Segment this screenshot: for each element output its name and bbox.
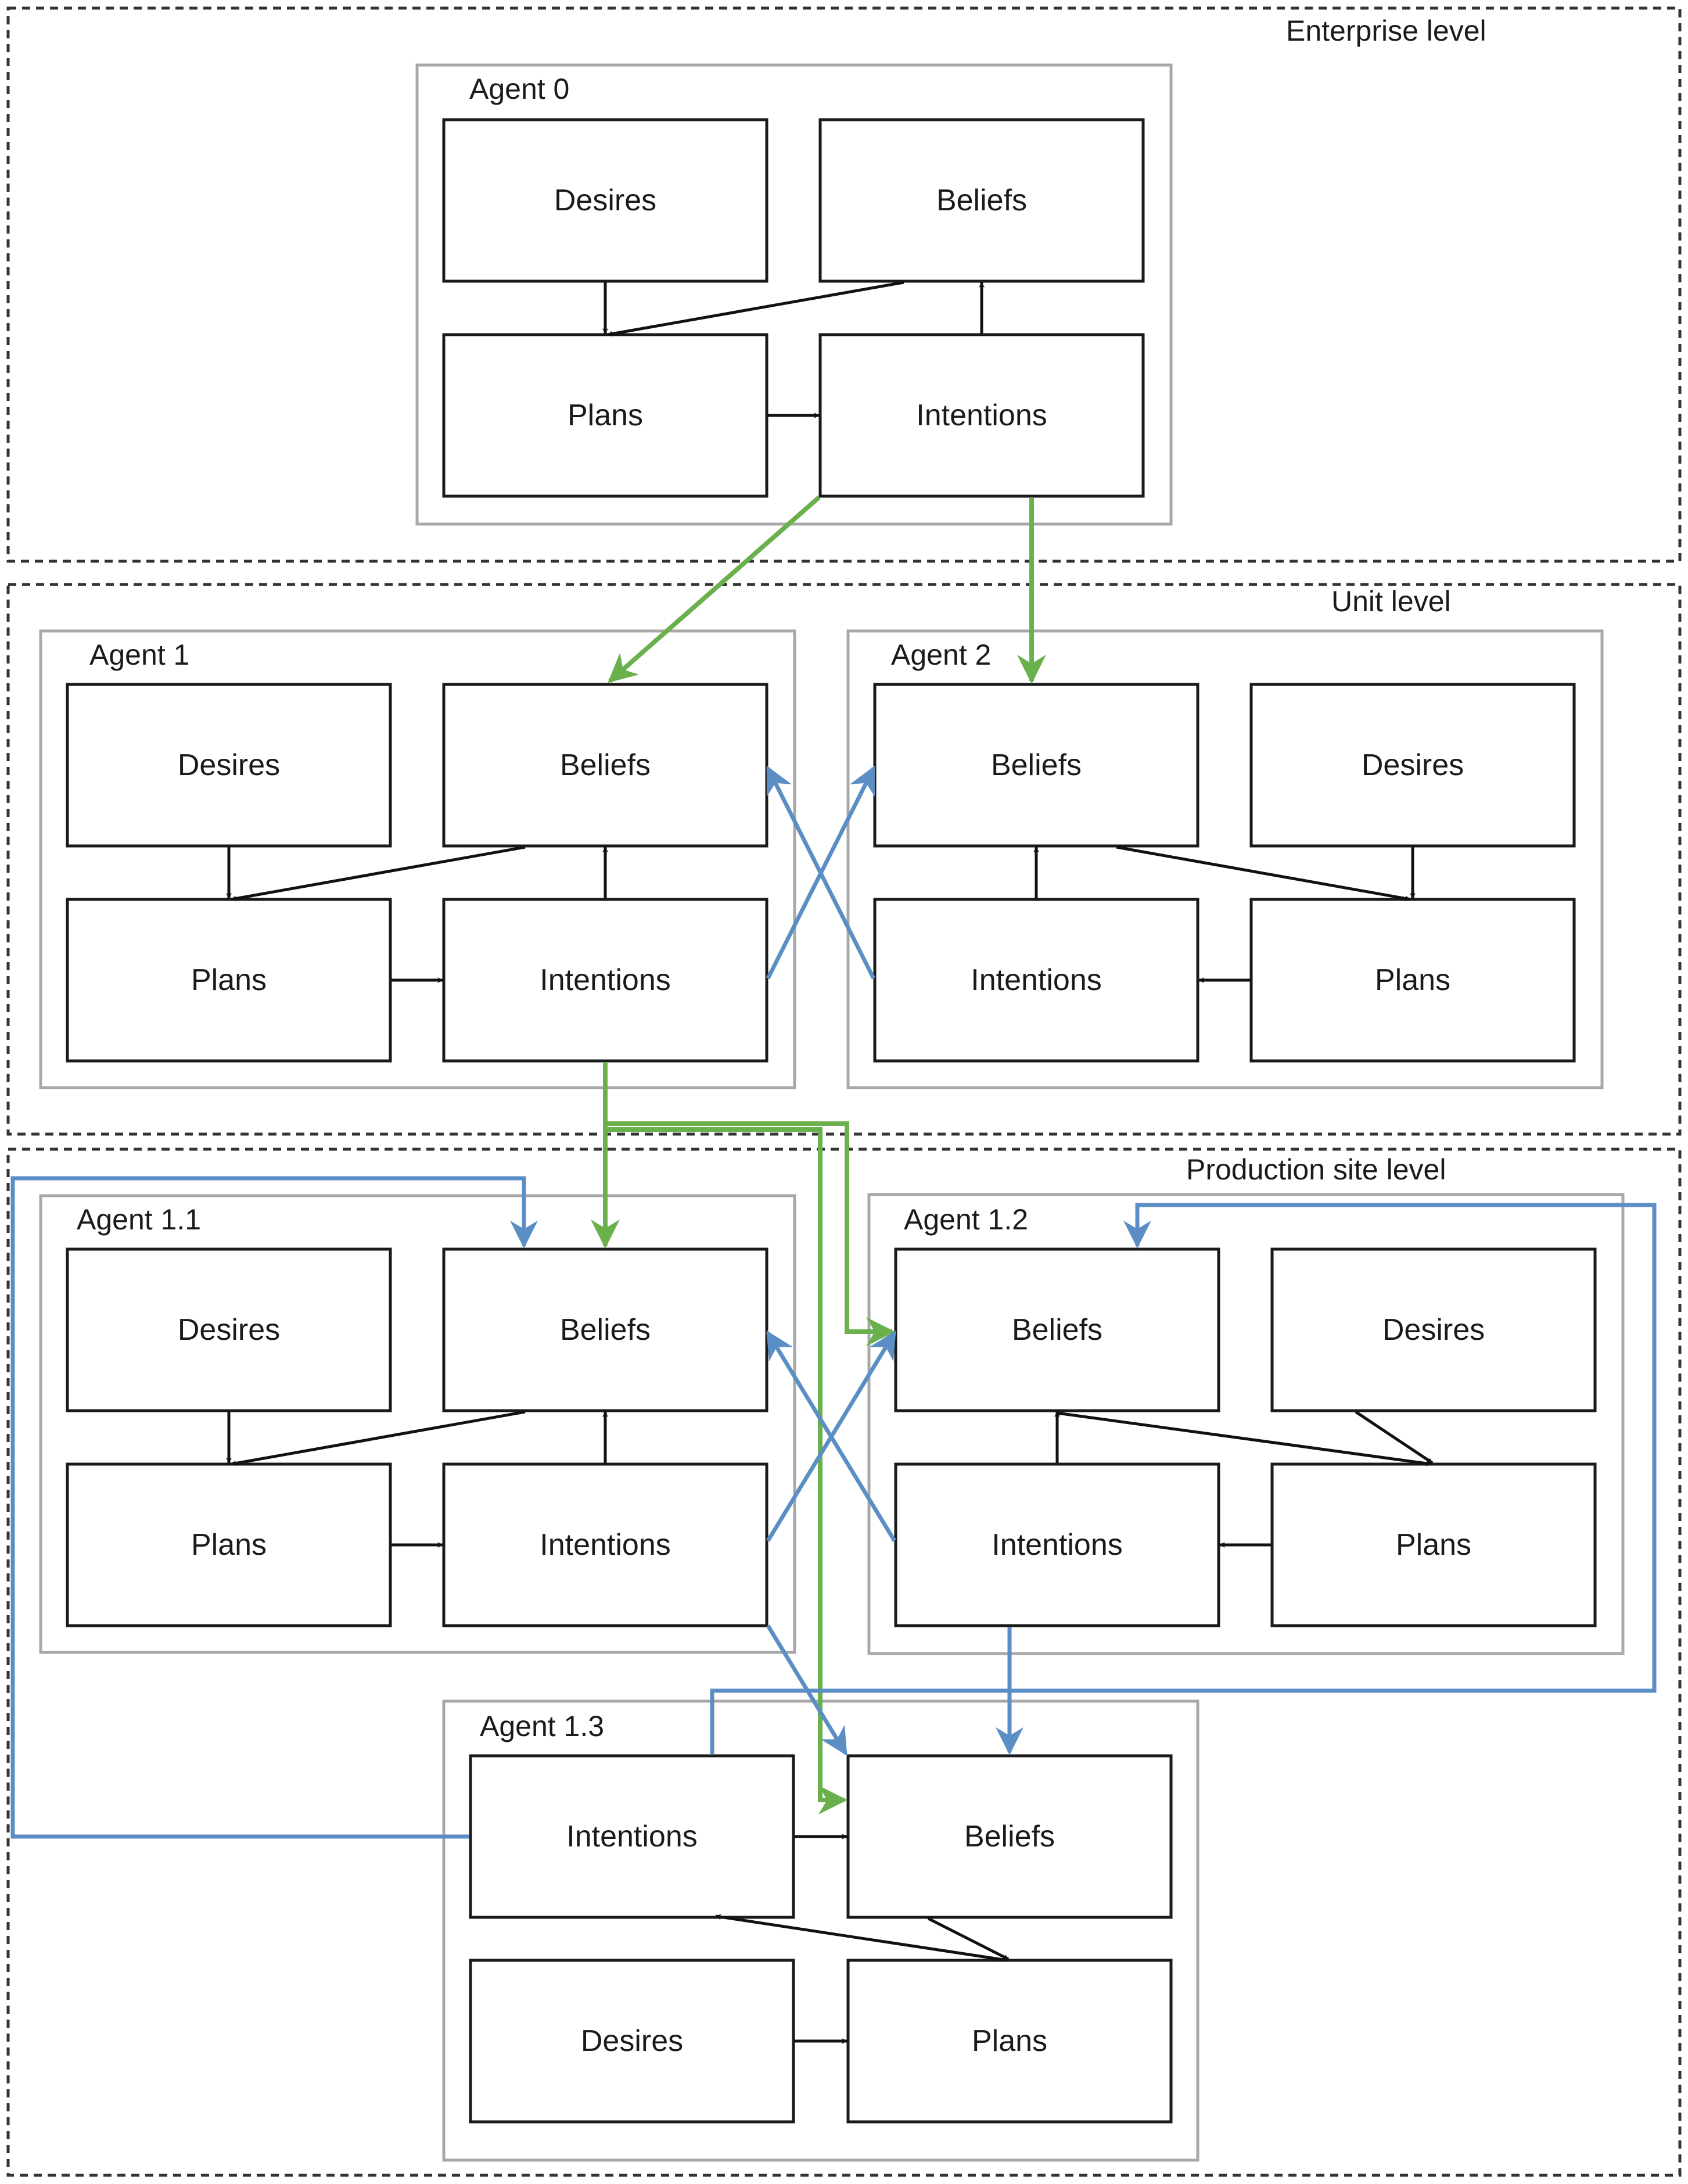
agent-1-2-desires-label: Desires [1382, 1313, 1485, 1347]
agent-0-desires-label: Desires [554, 184, 656, 217]
agent-2-intentions-to-agent-1-beliefs-link [766, 765, 876, 980]
agent-1-3: Agent 1.3 Intentions Beliefs Desires Pla… [442, 1699, 1199, 2162]
peer-links [10, 765, 1657, 1839]
agent-1-2-title: Agent 1.2 [904, 1203, 1028, 1236]
agent-1-2: Agent 1.2 Beliefs Desires Intentions Pla… [867, 1193, 1625, 1655]
unit-level-frame [6, 583, 1682, 1136]
agent-1-1-desires-box [66, 1247, 392, 1412]
agent-1-2-desires-box [1270, 1247, 1597, 1412]
agent-2-desires-box [1249, 683, 1576, 848]
agent-1-to-agent-1-2-beliefs-link [605, 1121, 895, 1346]
agent-1: Agent 1 Desires Beliefs Plans Intentions [39, 629, 796, 1089]
agent-1-3-plans-box [846, 1959, 1173, 2124]
agent-1-1-intentions-label: Intentions [540, 1528, 671, 1562]
agent-1-frame [39, 629, 796, 1089]
agent-1-2-beliefs-box [894, 1247, 1220, 1412]
agent-1-1-desires-label: Desires [178, 1313, 280, 1347]
agent-2-intentions-box [873, 898, 1199, 1063]
agent-1-3-plans-label: Plans [972, 2024, 1047, 2058]
agent-1-3-intentions-to-agent-1-1-beliefs-link [10, 1176, 538, 1839]
agent-1-2-intentions-label: Intentions [992, 1528, 1123, 1562]
agent-2-beliefs-to-plans-arrow [1116, 845, 1411, 902]
unit-level-label: Unit level [1331, 585, 1451, 618]
enterprise-level: Enterprise level [6, 6, 1682, 563]
agent-0-plans-label: Plans [568, 399, 643, 432]
agent-1-beliefs-box [442, 683, 768, 848]
agent-1-2-frame [867, 1193, 1625, 1655]
agent-2-beliefs-label: Beliefs [991, 748, 1082, 782]
agent-1-desires-label: Desires [178, 748, 280, 782]
agent-1-3-intentions-label: Intentions [566, 1820, 698, 1853]
agent-1-2-desires-to-plans-arrow [1355, 1410, 1434, 1465]
agent-2-title: Agent 2 [891, 639, 991, 671]
agent-1-1-beliefs-to-plans-arrow [231, 1410, 526, 1466]
agent-1-3-intentions-box [469, 1754, 795, 1919]
agent-0: Agent 0 Desires Beliefs Plans Intentions [415, 63, 1173, 526]
agent-1-3-plans-to-intentions-arrow [715, 1914, 1008, 1962]
agent-1-desires-box [66, 683, 392, 848]
agent-1-1-title: Agent 1.1 [77, 1203, 201, 1236]
agent-2-intentions-label: Intentions [971, 963, 1102, 997]
agent-1-1-frame [39, 1194, 796, 1654]
agent-1-1-beliefs-box [442, 1247, 768, 1412]
unit-level: Unit level [6, 583, 1682, 1136]
agent-2-beliefs-box [873, 683, 1199, 848]
agent-1-2-plans-box [1270, 1462, 1597, 1627]
command-links [591, 495, 1046, 1814]
agent-1-plans-box [66, 898, 392, 1063]
agent-2-desires-label: Desires [1362, 748, 1464, 782]
production-site-level: Production site level [6, 1147, 1682, 2177]
agent-1-2-plans-label: Plans [1396, 1528, 1471, 1562]
agent-1-2-beliefs-to-plans-arrow [1057, 1411, 1432, 1466]
agent-0-intentions-box [818, 333, 1145, 498]
agent-0-intentions-label: Intentions [916, 399, 1047, 432]
agent-1-2-intentions-to-agent-1-1-beliefs-link [766, 1330, 896, 1542]
agent-1-1: Agent 1.1 Desires Beliefs Plans Intentio… [39, 1194, 796, 1654]
agent-1-2-beliefs-label: Beliefs [1012, 1313, 1102, 1347]
agent-1-3-beliefs-label: Beliefs [964, 1820, 1055, 1853]
agent-0-beliefs-box [818, 118, 1145, 283]
agent-1-intentions-box [442, 898, 768, 1063]
agent-0-plans-box [442, 333, 768, 498]
agent-0-title: Agent 0 [469, 73, 569, 105]
agent-1-3-desires-box [469, 1959, 795, 2124]
agent-1-1-intentions-box [442, 1462, 768, 1627]
agent-2-plans-box [1249, 898, 1576, 1063]
agent-1-3-beliefs-to-plans-arrow [927, 1917, 1010, 1961]
agent-0-beliefs-to-plans-arrow [607, 281, 904, 337]
agent-1-3-title: Agent 1.3 [480, 1710, 604, 1742]
agent-1-1-plans-label: Plans [191, 1528, 267, 1562]
agent-1-1-beliefs-label: Beliefs [560, 1313, 651, 1347]
agent-2-plans-label: Plans [1375, 963, 1450, 997]
agent-1-1-plans-box [66, 1462, 392, 1627]
enterprise-level-frame [6, 6, 1682, 563]
enterprise-level-label: Enterprise level [1286, 15, 1486, 47]
agent-0-frame [415, 63, 1173, 526]
agent-1-3-beliefs-box [846, 1754, 1173, 1919]
agent-0-desires-box [442, 118, 768, 283]
agent-2: Agent 2 Beliefs Desires Intentions Plans [846, 629, 1604, 1089]
agent-1-title: Agent 1 [89, 639, 189, 671]
agent-1-3-intentions-to-agent-1-2-beliefs-link [710, 1203, 1657, 1755]
agent-1-plans-label: Plans [191, 963, 267, 997]
production-site-level-frame [6, 1147, 1682, 2177]
agent-1-2-intentions-box [894, 1462, 1220, 1627]
agent-0-beliefs-label: Beliefs [936, 184, 1027, 217]
agent-2-frame [846, 629, 1604, 1089]
agent-1-3-desires-label: Desires [581, 2024, 683, 2058]
agent-1-beliefs-to-plans-arrow [231, 845, 526, 902]
agent-1-to-agent-1-3-beliefs-link [605, 1127, 847, 1814]
agent-1-beliefs-label: Beliefs [560, 748, 651, 782]
agent-1-intentions-label: Intentions [540, 963, 671, 997]
production-site-level-label: Production site level [1186, 1153, 1446, 1186]
agent-0-to-agent-1-beliefs-link [608, 495, 821, 683]
